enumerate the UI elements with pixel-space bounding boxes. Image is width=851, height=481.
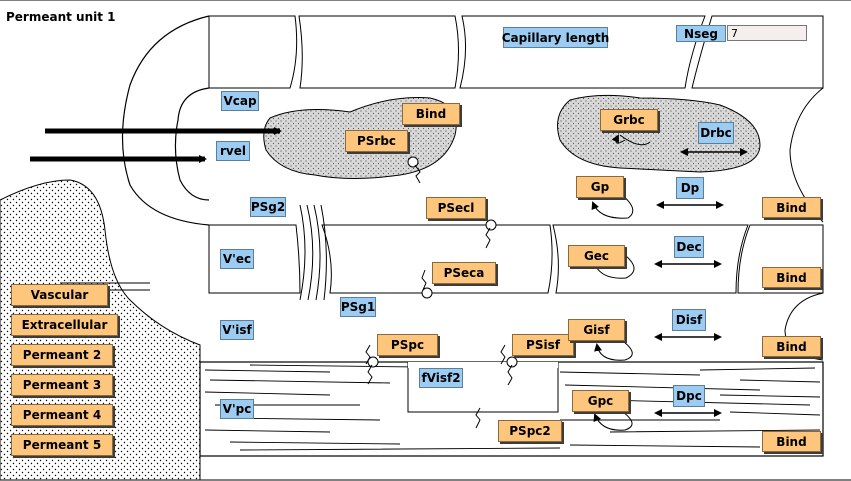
- extracellular-button[interactable]: Extracellular: [11, 314, 118, 336]
- dp-label: Dp: [676, 177, 704, 199]
- capillary-length-label: Capillary length: [502, 27, 609, 48]
- psg2-label: PSg2: [250, 197, 286, 217]
- nseg-label: Nseg: [676, 25, 726, 42]
- bind-p-button[interactable]: Bind: [762, 197, 821, 218]
- psecl-button[interactable]: PSecl: [426, 197, 486, 219]
- gpc-button[interactable]: Gpc: [572, 390, 629, 412]
- dec-label: Dec: [674, 236, 704, 258]
- gec-button[interactable]: Gec: [568, 245, 625, 267]
- grbc-button[interactable]: Grbc: [600, 109, 658, 131]
- permeant-4-button[interactable]: Permeant 4: [11, 404, 113, 426]
- visf-label: V'isf: [220, 320, 254, 340]
- bind-isf-button[interactable]: Bind: [762, 336, 821, 357]
- bind-ec-button[interactable]: Bind: [762, 267, 821, 288]
- rvel-label: rvel: [216, 141, 250, 161]
- psg1-label: PSg1: [340, 297, 376, 317]
- dpc-label: Dpc: [673, 385, 705, 407]
- vcap-label: Vcap: [221, 91, 259, 111]
- gisf-button[interactable]: Gisf: [568, 319, 625, 341]
- psisf-button[interactable]: PSisf: [512, 334, 574, 356]
- drbc-label: Drbc: [698, 122, 734, 144]
- disf-label: Disf: [672, 309, 706, 331]
- bind-pc-button[interactable]: Bind: [762, 431, 821, 452]
- gp-button[interactable]: Gp: [576, 176, 624, 198]
- fvisf2-label: fVisf2: [419, 368, 463, 388]
- permeant-2-button[interactable]: Permeant 2: [11, 344, 113, 366]
- vec-label: V'ec: [220, 249, 254, 269]
- pspc2-button[interactable]: PSpc2: [498, 420, 562, 442]
- psrbc-button[interactable]: PSrbc: [345, 130, 408, 152]
- vpc-label: V'pc: [220, 399, 254, 419]
- page-title: Permeant unit 1: [6, 10, 116, 24]
- nseg-input[interactable]: [727, 25, 807, 41]
- pspc-button[interactable]: PSpc: [377, 334, 438, 356]
- vascular-button[interactable]: Vascular: [11, 284, 108, 306]
- bind-rbc-button[interactable]: Bind: [402, 103, 460, 125]
- permeant-5-button[interactable]: Permeant 5: [11, 434, 113, 456]
- pseca-button[interactable]: PSeca: [432, 262, 496, 284]
- permeant-3-button[interactable]: Permeant 3: [11, 374, 113, 396]
